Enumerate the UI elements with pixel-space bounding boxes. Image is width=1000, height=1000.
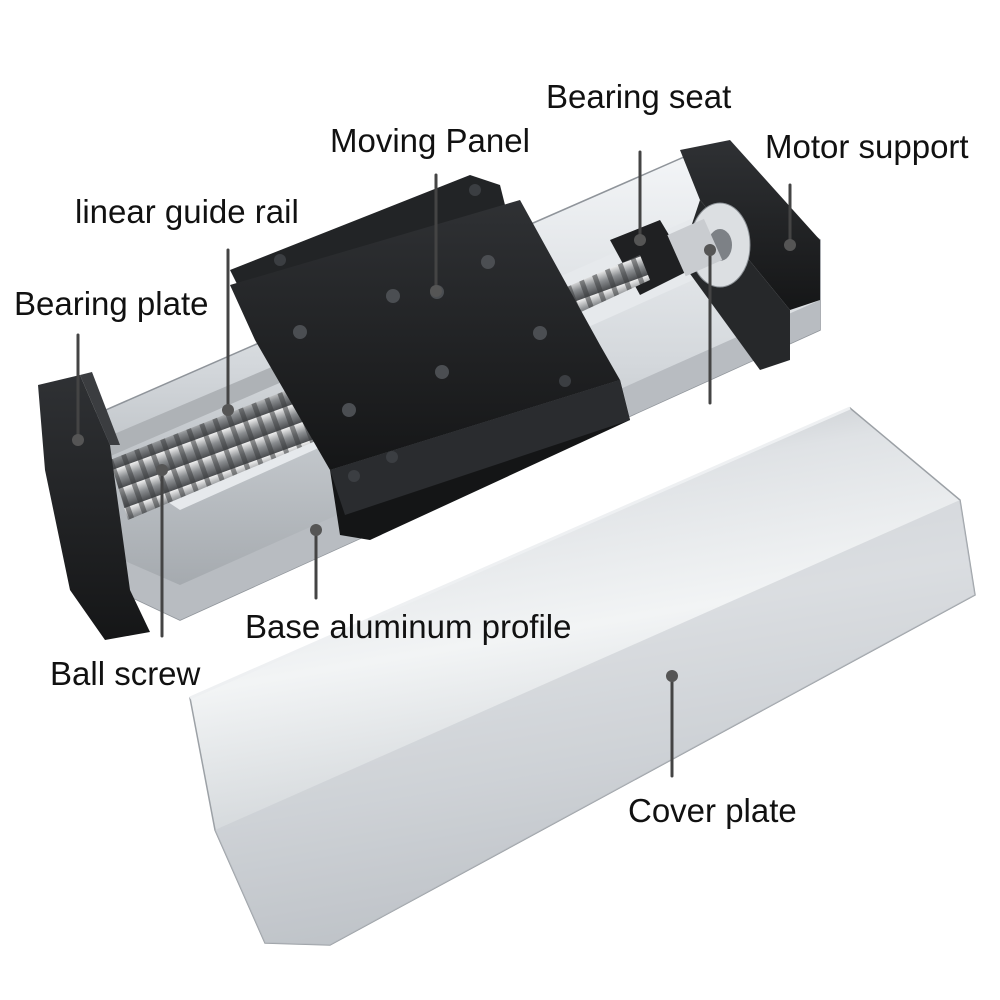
label-cover-plate: Cover plate: [628, 792, 797, 829]
label-bearing-plate: Bearing plate: [14, 285, 209, 322]
moving-panel: [230, 175, 630, 540]
leader-dots: [72, 234, 796, 682]
label-ball-screw: Ball screw: [50, 655, 201, 692]
label-linear-guide-rail: linear guide rail: [75, 193, 299, 230]
ball-screw-right: [560, 255, 650, 318]
linear-guide-rail: [100, 355, 305, 458]
label-bearing-seat: Bearing seat: [546, 78, 732, 115]
bearing-plate: [38, 372, 150, 640]
label-moving-panel: Moving Panel: [330, 122, 530, 159]
label-base-aluminum-profile: Base aluminum profile: [245, 608, 572, 645]
leader-lines: [76, 150, 792, 778]
label-motor-support: Motor support: [765, 128, 969, 165]
cover-plate: [189, 406, 976, 946]
